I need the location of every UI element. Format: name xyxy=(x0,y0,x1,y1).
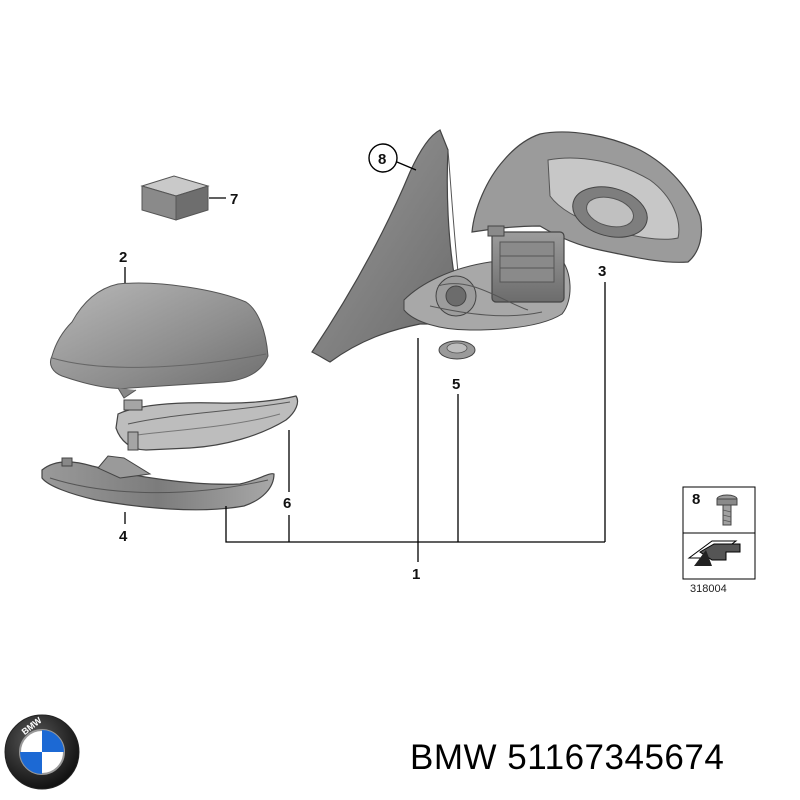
callout-8-circle xyxy=(368,143,398,173)
part-6-turn-signal xyxy=(115,395,299,451)
inset-box: 8 xyxy=(682,486,756,580)
reference-arrow-icon xyxy=(687,540,741,566)
inset-label: 8 xyxy=(692,491,700,508)
screw-icon xyxy=(716,494,738,526)
leader-8 xyxy=(396,161,417,171)
bmw-logo: BMW xyxy=(4,714,80,790)
part-3-mirror-housing xyxy=(471,131,703,263)
callout-8: 8 xyxy=(378,151,386,168)
callout-7: 7 xyxy=(230,191,238,208)
mirror-motor-assembly xyxy=(403,225,571,331)
part-number-caption: BMW 51167345674 xyxy=(410,738,795,778)
callout-6: 6 xyxy=(283,495,291,512)
callout-3: 3 xyxy=(598,263,606,280)
diagram-number: 318004 xyxy=(690,583,727,595)
callout-5: 5 xyxy=(452,376,460,393)
callout-4: 4 xyxy=(119,528,128,545)
part-2-mirror-cap xyxy=(49,282,269,399)
brand-label: BMW xyxy=(410,738,498,777)
callout-1: 1 xyxy=(412,566,420,583)
part-7-block xyxy=(140,175,210,221)
part-number: 51167345674 xyxy=(507,738,725,777)
part-4-mirror-base xyxy=(41,455,275,511)
bracket-1 xyxy=(225,506,605,543)
part-5-cover xyxy=(438,340,476,360)
callout-2: 2 xyxy=(119,249,127,266)
